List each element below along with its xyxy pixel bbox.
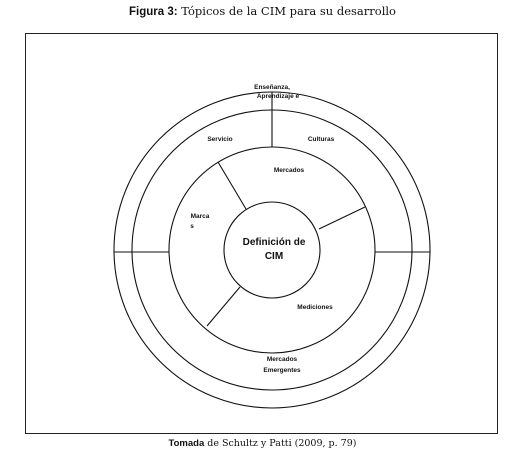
- center-label-line1: Definición de: [243, 237, 306, 248]
- inner-band-divider-upper-left: [217, 161, 247, 210]
- center-label-line2: CIM: [265, 251, 283, 262]
- figure-label: Figura 3:: [129, 6, 178, 18]
- source-text: de Schultz y Patti (2009, p. 79): [204, 438, 357, 449]
- label-ensenanza-line1: Enseñanza,: [254, 84, 290, 91]
- label-ensenanza-line2: Aprendizaje e: [257, 93, 300, 100]
- label-mercados-emergentes-line1: Mercados: [267, 356, 298, 363]
- figure-title: Tópicos de la CIM para su desarrollo: [181, 4, 396, 18]
- inner-ring: [168, 146, 376, 354]
- label-mediciones: Mediciones: [297, 304, 333, 311]
- label-mercados-emergentes-line2: Emergentes: [263, 367, 301, 374]
- label-marcas-line2: s: [190, 223, 194, 230]
- center-circle: [223, 201, 321, 299]
- inner-band-divider-right: [318, 206, 366, 230]
- middle-ring: [131, 109, 413, 391]
- label-mercados: Mercados: [274, 167, 305, 174]
- figure-caption: Figura 3: Tópicos de la CIM para su desa…: [0, 4, 525, 19]
- label-servicio: Servicio: [207, 136, 232, 143]
- source-caption: Tomada de Schultz y Patti (2009, p. 79): [0, 438, 525, 450]
- inner-band-divider-lower-left: [206, 286, 241, 327]
- label-culturas: Culturas: [308, 136, 335, 143]
- figure-frame: [25, 33, 498, 434]
- label-marcas-line1: Marca: [191, 213, 210, 220]
- source-label: Tomada: [168, 438, 205, 449]
